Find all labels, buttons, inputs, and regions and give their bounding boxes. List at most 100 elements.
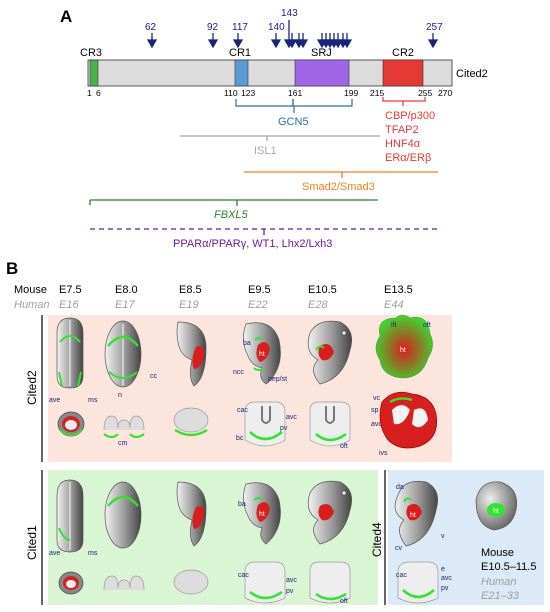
tick-label: 255 [418,88,432,98]
section-e9-5 [244,561,286,604]
ppar-bracket [90,228,440,235]
cr2-domain [382,59,424,87]
srj-label: SRJ [311,47,332,59]
anatomy-label: avc [286,414,297,421]
smad-bracket [244,171,438,178]
embryo-e8-0 [104,481,142,549]
mutation-label: 62 [145,22,157,33]
gcn5-label: GCN5 [278,116,309,128]
anatomy-label: sp [371,407,379,414]
anatomy-label: cac [396,572,407,579]
anatomy-label: pv [286,588,294,595]
cited1-embryos [56,479,352,604]
panel-b-letter: B [6,259,18,278]
heart-e13-5 [375,314,433,379]
section-e9-5 [244,401,286,447]
cited4-embryos [394,480,517,604]
embryo-e8-5 [176,321,207,387]
hnf4-label: HNF4α [385,138,421,150]
anatomy-label: cc [150,373,158,380]
embryo-cited4 [394,480,438,547]
anatomy-label: cac [237,407,248,414]
stage-label: E16 [59,299,79,311]
heart-section-e13-5 [379,391,437,449]
cr2-label: CR2 [392,47,414,59]
human-stage-headers: E16 E17 E19 E22 E28 E44 [59,299,404,311]
isl1-bracket [180,135,380,141]
cited4-mouse-label: Mouse [481,547,514,559]
tick-label: 110 [224,88,238,98]
mutation-arrow-head [207,39,219,49]
anatomy-label: ms [88,397,98,404]
section-e8-5 [173,569,209,595]
anatomy-label: vc [373,395,381,402]
mutation-label: 257 [426,22,443,33]
er-label: ERα/ERβ [385,152,431,164]
anatomy-label: pv [280,425,288,432]
mouse-stage-headers: E7.5 E8.0 E8.5 E9.5 E10.5 E13.5 [59,284,413,296]
section-e8-0 [103,575,145,591]
anatomy-label: ht [259,351,265,358]
protein-name: Cited2 [456,68,488,80]
tick-label: 270 [438,88,452,98]
anatomy-label: ift [391,322,397,329]
cbp-label: CBP/p300 [385,110,435,122]
embryo-e8-0 [104,320,142,388]
embryo-e10-5 [307,320,352,385]
tick-label: 123 [241,88,255,98]
cited2-protein-bar [87,59,453,87]
cbp-bracket [382,97,426,106]
cr3-label: CR3 [80,47,102,59]
heart-cited4 [475,481,517,531]
anatomy-label: cac [238,572,249,579]
section-e10-5 [309,561,351,604]
embryo-e10-5 [307,480,352,545]
stage-label: E8.0 [115,284,138,296]
cbp-partner-list: CBP/p300 TFAP2 HNF4α ERα/ERβ [385,110,435,164]
cited1-row-label: Cited1 [25,525,39,560]
anatomy-label: oft [423,322,431,329]
mutation-arrow-head [232,39,244,49]
tfap2-label: TFAP2 [385,124,419,136]
embryo-e8-5 [176,481,207,547]
stage-label: E8.5 [179,284,202,296]
fbxl5-bracket [89,199,378,206]
anatomy-label: bc [236,435,244,442]
mouse-row-label: Mouse [14,284,47,296]
anatomy-label: ba [238,501,246,508]
mutation-arrow-head [146,39,158,49]
anatomy-label: ms [88,550,98,557]
tick-label: 1 [87,88,92,98]
section-e8-5 [173,407,209,437]
anatomy-label: ave [49,397,60,404]
tick-label: 6 [96,88,101,98]
smad-label: Smad2/Smad3 [302,181,375,193]
anatomy-label: e [441,566,445,573]
anatomy-label: oft [340,443,348,450]
tick-label: 215 [370,88,384,98]
stage-label: E22 [248,299,268,311]
fbxl5-label: FBXL5 [214,209,249,221]
mutation-arrow-head [286,39,298,49]
section-cited4 [397,561,439,604]
mutation-label: 140 [268,22,285,33]
stage-label: E19 [179,299,199,311]
stage-label: E13.5 [384,284,413,296]
section-e8-0 [103,415,145,439]
tick-label: 199 [344,88,358,98]
anatomy-label: cv [395,545,403,552]
anatomy-label: n [118,392,122,399]
human-row-label: Human [14,299,49,311]
anatomy-label: pv [441,585,449,592]
anatomy-label: avc [286,577,297,584]
cited4-row-label: Cited4 [370,522,384,557]
cited2-row-label: Cited2 [25,370,39,405]
gcn5-bracket [235,99,353,113]
mutation-label: 143 [281,8,298,19]
stage-label: E28 [308,299,328,311]
anatomy-label: ave [49,550,60,557]
section-e7-5 [57,411,85,437]
ppar-label: PPARα/PPARγ, WT1, Lhx2/Lxh3 [173,238,332,250]
stage-label: E17 [115,299,135,311]
